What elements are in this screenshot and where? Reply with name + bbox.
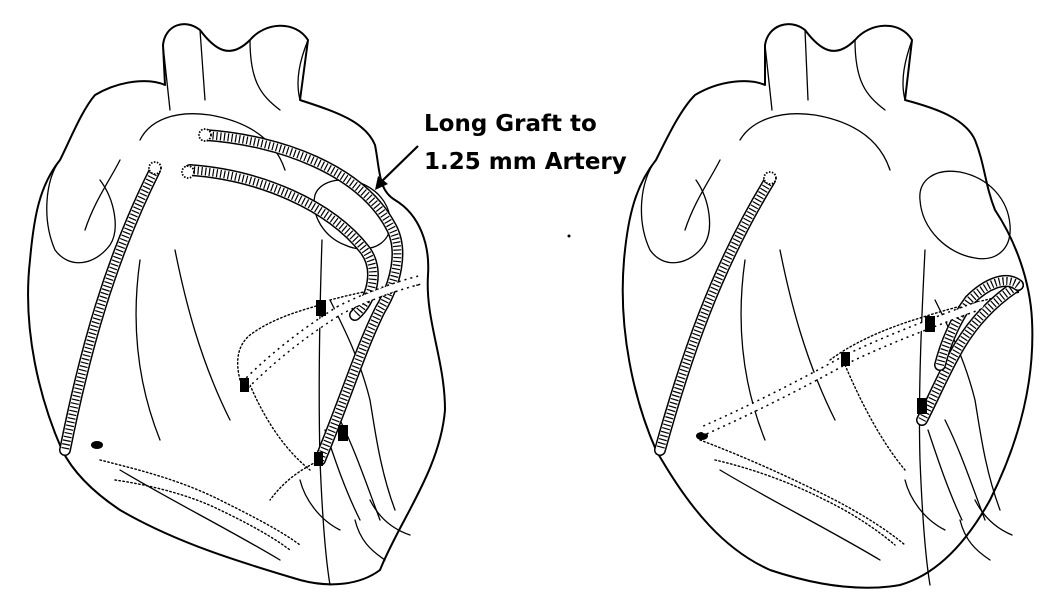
right-right-atrium [641,160,709,263]
right-grafts [660,172,1018,450]
right-ventricle-line [741,250,835,440]
right-distal-anastomosis-1 [841,352,850,366]
stray-dot [568,235,571,238]
right-distal-anastomosis-2 [925,316,935,332]
right-aortic-anastomosis [764,172,776,184]
left-lower-vessels [300,480,410,560]
annotation-line-2: 1.25 mm Artery [424,151,627,174]
left-grafts [65,129,420,466]
left-anastomosis-dot [91,441,103,449]
left-aorta [163,30,308,110]
left-posterior-vessel-2 [115,480,290,550]
right-posterior-vessel-1 [700,440,905,545]
left-posterior-vessel-1 [100,460,300,545]
right-interventricular-artery [919,250,1000,585]
left-ventricle-line [136,250,230,440]
right-pulmonary-trunk [685,114,890,230]
right-auricle [920,171,1010,259]
left-distal-anastomosis-4 [314,452,323,466]
annotation-line-1: Long Graft to [424,113,597,136]
annotation-arrow [375,146,418,190]
left-distal-anastomosis-2 [338,425,348,441]
right-aorta [765,30,912,110]
right-posterior-vessel-2 [715,460,895,545]
left-graft-rca-edge [65,170,155,450]
left-distal-anastomosis-3 [240,378,249,392]
left-graft-lad-fill [190,170,373,315]
left-distal-anastomosis-1 [316,300,326,316]
right-distal-anastomosis-3 [917,398,927,414]
left-right-atrium [47,160,115,263]
